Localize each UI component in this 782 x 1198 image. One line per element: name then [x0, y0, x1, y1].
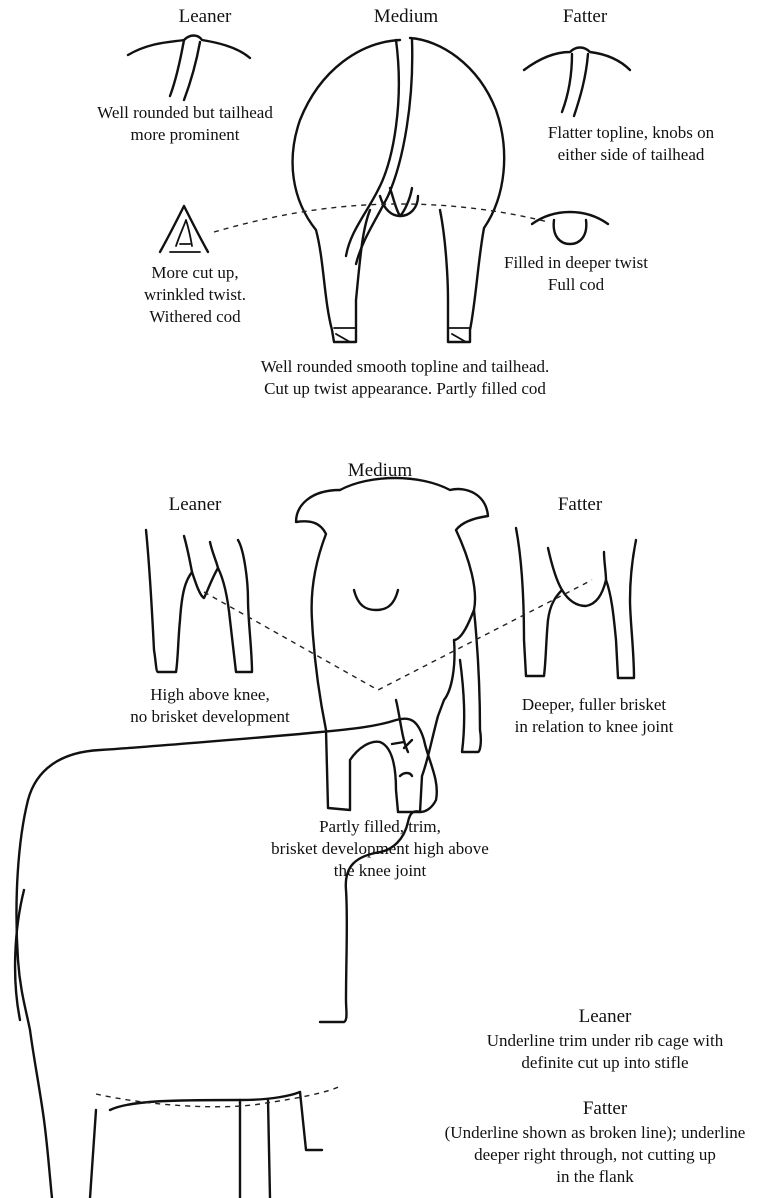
medium-rear-caption: Well rounded smooth topline and tailhead… [210, 356, 600, 400]
panel1-fatter-title: Fatter [530, 6, 640, 28]
panel2-medium-title: Medium [320, 460, 440, 482]
panel1-medium-title: Medium [346, 6, 466, 28]
leaner-tailhead-sketch [128, 36, 250, 101]
leaner-twist-sketch [160, 206, 208, 252]
medium-brisket-caption: Partly filled, trim,brisket development … [230, 816, 530, 882]
fatter-tailhead-sketch [524, 48, 630, 117]
fatter-brisket-legs-sketch [516, 528, 636, 678]
panel1-leaner-title: Leaner [150, 6, 260, 28]
panel2-fatter-title: Fatter [520, 494, 640, 516]
side-view-lamb [15, 719, 437, 1198]
leaner-brisket-caption: High above knee,no brisket development [100, 684, 320, 728]
panel2-leaner-title: Leaner [140, 494, 250, 516]
panel3-leaner-title: Leaner [540, 1006, 670, 1028]
brisket-connector-line [204, 580, 592, 690]
fatter-twist-sketch [532, 212, 608, 244]
medium-rear-lamb [293, 38, 505, 342]
medium-front-lamb [296, 478, 488, 812]
leaner-brisket-legs-sketch [146, 530, 252, 672]
leaner-twist-caption: More cut up,wrinkled twist.Withered cod [100, 262, 290, 328]
panel3-fatter-title: Fatter [540, 1098, 670, 1120]
panel3-fatter-caption: (Underline shown as broken line); underl… [410, 1122, 780, 1188]
